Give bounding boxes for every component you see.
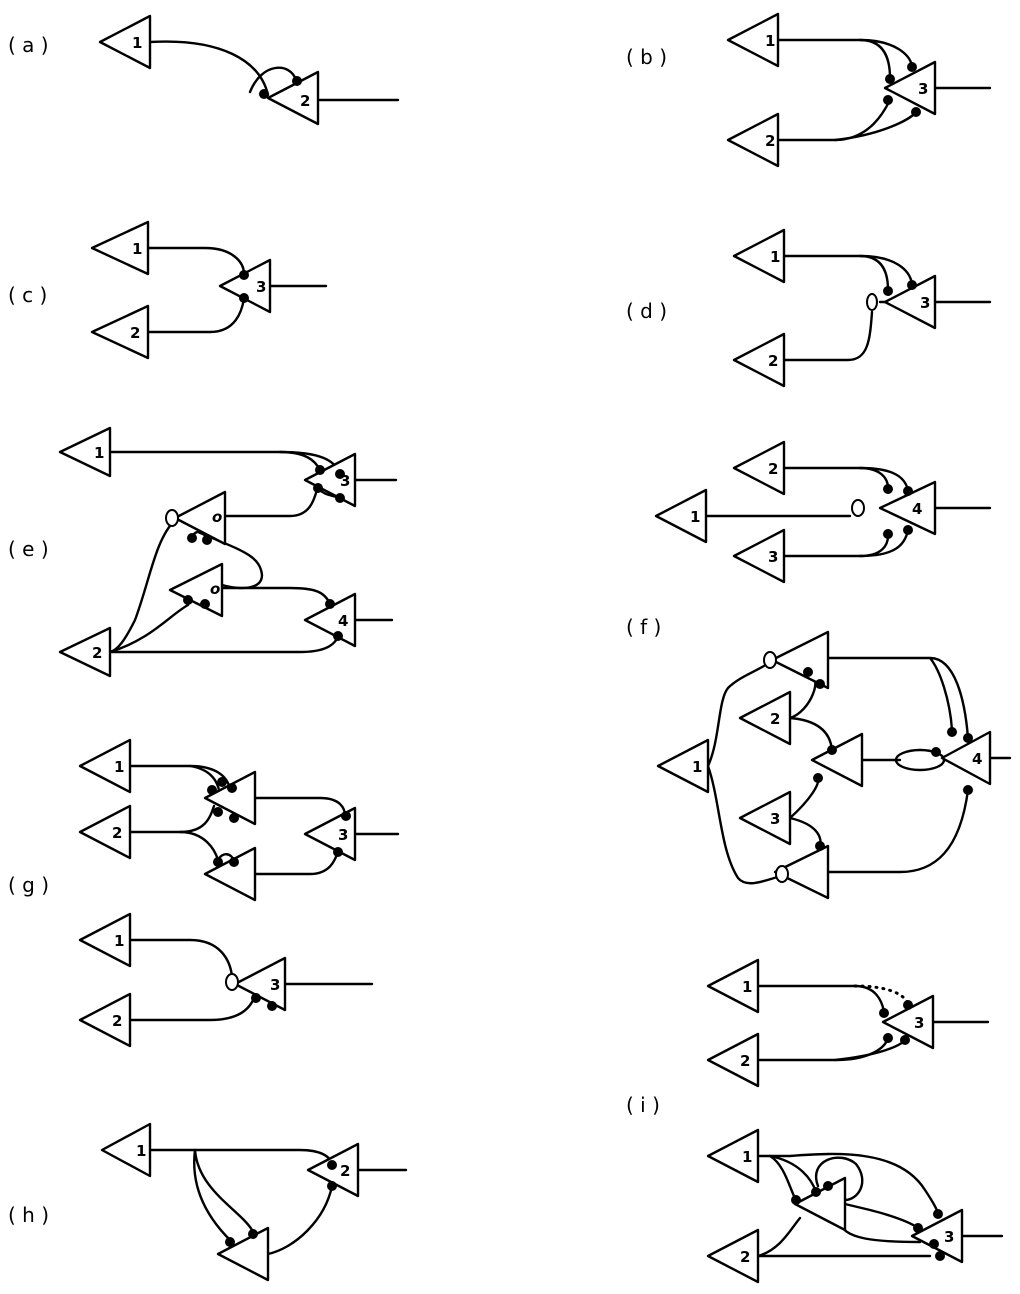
svg-text:1: 1 bbox=[765, 32, 775, 50]
panel-label-f: ( f ) bbox=[626, 615, 661, 639]
svg-text:2: 2 bbox=[112, 824, 122, 842]
svg-text:2: 2 bbox=[112, 1012, 122, 1030]
panel-label-h: ( h ) bbox=[8, 1203, 49, 1227]
svg-text:2: 2 bbox=[300, 92, 310, 110]
svg-text:2: 2 bbox=[770, 710, 780, 728]
svg-text:2: 2 bbox=[765, 132, 775, 150]
svg-text:1: 1 bbox=[770, 248, 780, 266]
svg-text:3: 3 bbox=[920, 294, 930, 312]
neuron-2 bbox=[78, 992, 132, 1048]
panel-e: 1 2 3 4 o o bbox=[58, 426, 398, 678]
neuron-1 bbox=[706, 958, 760, 1014]
neuron-1 bbox=[98, 14, 152, 70]
panel-h: 1 2 bbox=[100, 1122, 408, 1282]
neuron-1 bbox=[726, 12, 780, 68]
neuron-2 bbox=[732, 332, 786, 388]
svg-text:3: 3 bbox=[340, 472, 350, 490]
neuron-2 bbox=[90, 304, 150, 360]
svg-text:2: 2 bbox=[130, 324, 140, 342]
panel-g-second: 1 2 3 bbox=[78, 912, 374, 1048]
neuron-2 bbox=[738, 690, 792, 746]
neuron-3 bbox=[738, 790, 792, 846]
panel-label-d: ( d ) bbox=[626, 299, 667, 323]
svg-text:3: 3 bbox=[914, 1014, 924, 1032]
neuron-1 bbox=[706, 1128, 760, 1184]
neuron-3 bbox=[303, 806, 357, 862]
panel-label-g: ( g ) bbox=[8, 873, 49, 897]
neuron-3 bbox=[910, 1208, 964, 1264]
panel-i-lower: 1 2 3 bbox=[706, 1128, 1004, 1284]
neuron-mid bbox=[810, 732, 864, 788]
svg-text:3: 3 bbox=[270, 976, 280, 994]
svg-text:1: 1 bbox=[132, 34, 142, 52]
svg-text:4: 4 bbox=[338, 612, 348, 630]
neuron-lower bbox=[216, 1226, 270, 1282]
svg-text:4: 4 bbox=[912, 500, 922, 518]
neuron-4 bbox=[940, 730, 992, 786]
panel-label-c: ( c ) bbox=[8, 283, 47, 307]
neuron-1 bbox=[654, 488, 708, 544]
neuron-2 bbox=[706, 1228, 760, 1284]
svg-text:2: 2 bbox=[740, 1248, 750, 1266]
panel-c: 1 2 3 bbox=[90, 220, 328, 360]
neuron-2 bbox=[726, 112, 780, 168]
svg-text:1: 1 bbox=[136, 1142, 146, 1160]
svg-text:2: 2 bbox=[768, 460, 778, 478]
svg-text:1: 1 bbox=[114, 932, 124, 950]
svg-text:1: 1 bbox=[114, 758, 124, 776]
panel-f-lower: 1 2 3 4 bbox=[656, 630, 1012, 900]
neuron-1 bbox=[732, 228, 786, 284]
svg-text:3: 3 bbox=[944, 1228, 954, 1246]
svg-text:2: 2 bbox=[768, 352, 778, 370]
panel-d: 1 2 3 bbox=[732, 228, 992, 388]
svg-text:1: 1 bbox=[742, 1148, 752, 1166]
panel-a: 1 2 bbox=[98, 14, 400, 126]
neuron-1 bbox=[90, 220, 150, 276]
svg-text:2: 2 bbox=[740, 1052, 750, 1070]
neuron-1 bbox=[58, 426, 112, 478]
svg-text:3: 3 bbox=[770, 810, 780, 828]
neuron-2 bbox=[732, 440, 786, 496]
svg-text:3: 3 bbox=[256, 278, 266, 296]
neuron-mid bbox=[793, 1176, 847, 1232]
panel-label-b: ( b ) bbox=[626, 45, 667, 69]
neuron-1 bbox=[78, 738, 132, 794]
neuron-3 bbox=[303, 452, 357, 508]
neuron-1 bbox=[656, 738, 710, 794]
svg-text:o: o bbox=[212, 508, 222, 526]
panel-label-i: ( i ) bbox=[626, 1093, 660, 1117]
svg-text:3: 3 bbox=[338, 826, 348, 844]
neuron-1 bbox=[100, 1122, 152, 1178]
neuron-2 bbox=[266, 70, 320, 126]
panel-label-a: ( a ) bbox=[8, 33, 49, 57]
neuron-top bbox=[770, 630, 830, 690]
svg-text:2: 2 bbox=[340, 1162, 350, 1180]
neuron-o-top bbox=[173, 490, 227, 546]
svg-text:1: 1 bbox=[132, 240, 142, 258]
neuron-2 bbox=[78, 804, 132, 860]
neuron-2 bbox=[706, 1032, 760, 1088]
neuron-3 bbox=[732, 528, 786, 584]
svg-text:1: 1 bbox=[692, 758, 702, 776]
svg-text:1: 1 bbox=[742, 978, 752, 996]
svg-text:4: 4 bbox=[972, 750, 982, 768]
panel-f-upper: 2 1 3 4 bbox=[654, 440, 992, 584]
panel-g: 1 2 3 bbox=[78, 738, 400, 902]
neuron-3 bbox=[883, 60, 937, 116]
svg-text:1: 1 bbox=[94, 444, 104, 462]
svg-text:2: 2 bbox=[92, 644, 102, 662]
svg-text:1: 1 bbox=[690, 508, 700, 526]
svg-text:o: o bbox=[210, 580, 220, 598]
svg-text:3: 3 bbox=[918, 80, 928, 98]
neuron-2 bbox=[58, 626, 112, 678]
panel-b: 1 2 3 bbox=[726, 12, 992, 168]
panel-label-e: ( e ) bbox=[8, 537, 49, 561]
neuron-bottom bbox=[773, 844, 830, 900]
panel-i-upper: 1 2 3 bbox=[706, 958, 990, 1088]
neuron-1 bbox=[78, 912, 132, 968]
svg-text:3: 3 bbox=[768, 548, 778, 566]
